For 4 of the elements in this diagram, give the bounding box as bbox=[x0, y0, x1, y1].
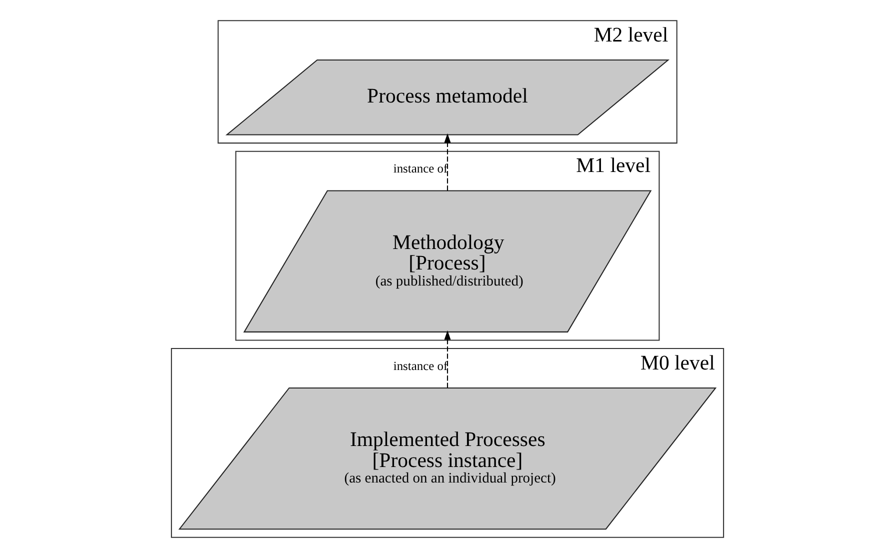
arrow bbox=[444, 133, 450, 191]
edge-label: instance of bbox=[392, 162, 448, 176]
edge-label: instance of bbox=[392, 358, 448, 373]
arrow bbox=[444, 330, 450, 388]
